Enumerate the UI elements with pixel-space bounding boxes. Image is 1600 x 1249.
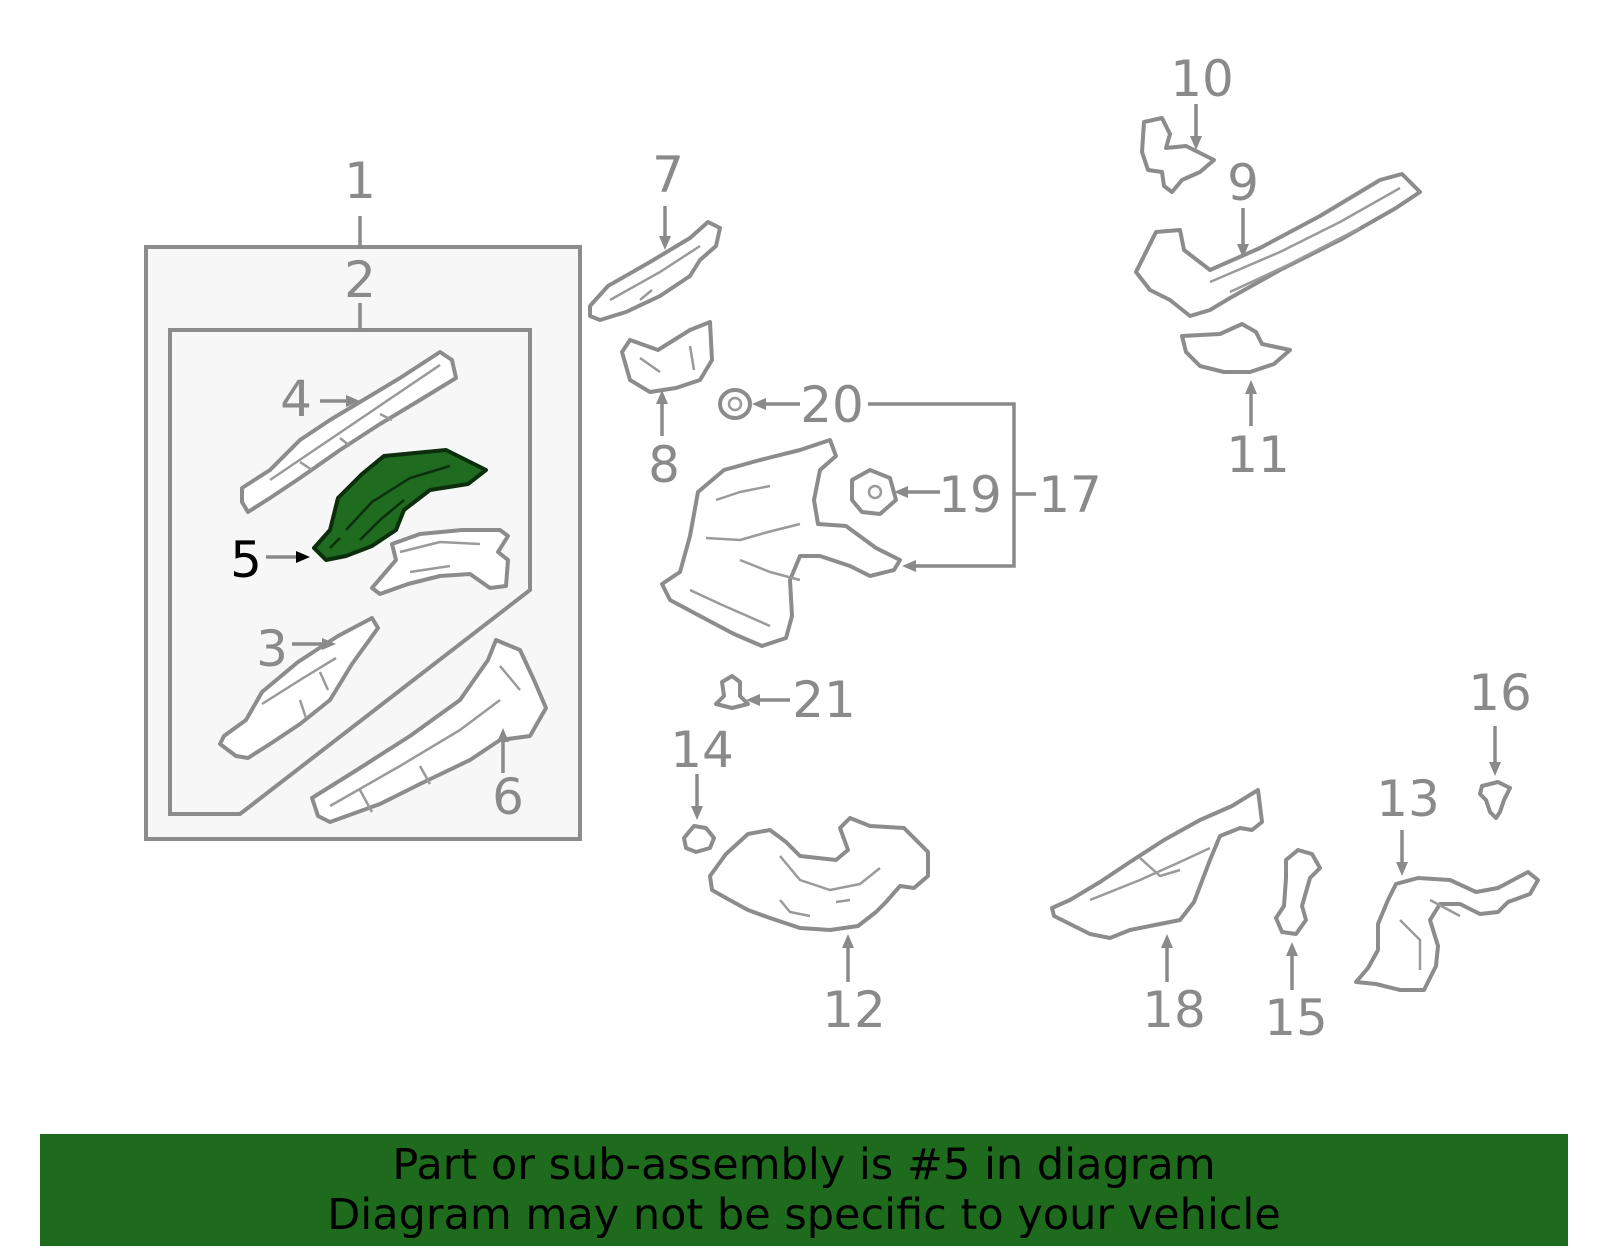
part-19-clip[interactable]	[850, 468, 898, 516]
part-16-pin[interactable]	[1478, 780, 1512, 820]
callout-20: 20	[800, 376, 864, 434]
part-17[interactable]	[660, 438, 902, 648]
callout-8: 8	[648, 436, 680, 494]
banner-line-2: Diagram may not be specific to your vehi…	[327, 1190, 1281, 1240]
callout-3: 3	[256, 620, 288, 678]
part-7[interactable]	[588, 220, 722, 322]
callout-2: 2	[344, 251, 376, 309]
leader-lines	[266, 104, 1501, 990]
callout-21: 21	[792, 671, 856, 729]
part-20-nut[interactable]	[718, 388, 752, 420]
callout-13: 13	[1376, 770, 1440, 828]
banner-line-1: Part or sub-assembly is #5 in diagram	[392, 1140, 1216, 1190]
callout-12: 12	[822, 981, 886, 1039]
callout-1: 1	[344, 152, 376, 210]
callout-10: 10	[1170, 50, 1234, 108]
callout-18: 18	[1142, 981, 1206, 1039]
callout-4: 4	[280, 370, 312, 428]
callout-14: 14	[670, 721, 734, 779]
callout-7: 7	[652, 146, 684, 204]
part-6[interactable]	[310, 638, 548, 824]
part-8[interactable]	[620, 320, 714, 394]
part-5-bracket	[370, 528, 510, 596]
part-9[interactable]	[1134, 172, 1422, 318]
part-3[interactable]	[218, 616, 380, 760]
callout-17: 17	[1038, 466, 1102, 524]
callout-6: 6	[492, 768, 524, 826]
part-11[interactable]	[1180, 322, 1292, 374]
part-15[interactable]	[1274, 848, 1322, 936]
info-banner: Part or sub-assembly is #5 in diagram Di…	[40, 1134, 1568, 1246]
callout-11: 11	[1226, 426, 1290, 484]
part-12[interactable]	[708, 816, 930, 932]
callout-labels: 1 2 3 4 5 6 7 8 9 10 11 12 13 14 15 16 1…	[230, 50, 1532, 1047]
part-18[interactable]	[1050, 788, 1264, 940]
part-13[interactable]	[1354, 870, 1540, 992]
callout-9: 9	[1227, 154, 1259, 212]
callout-15: 15	[1264, 989, 1328, 1047]
part-5-highlighted[interactable]	[312, 448, 488, 562]
part-4[interactable]	[240, 350, 458, 514]
part-21-bolt[interactable]	[714, 674, 750, 710]
part-10[interactable]	[1140, 116, 1216, 194]
callout-16: 16	[1468, 664, 1532, 722]
callout-5: 5	[230, 531, 262, 589]
part-14-nut[interactable]	[682, 824, 716, 854]
callout-19: 19	[938, 466, 1002, 524]
